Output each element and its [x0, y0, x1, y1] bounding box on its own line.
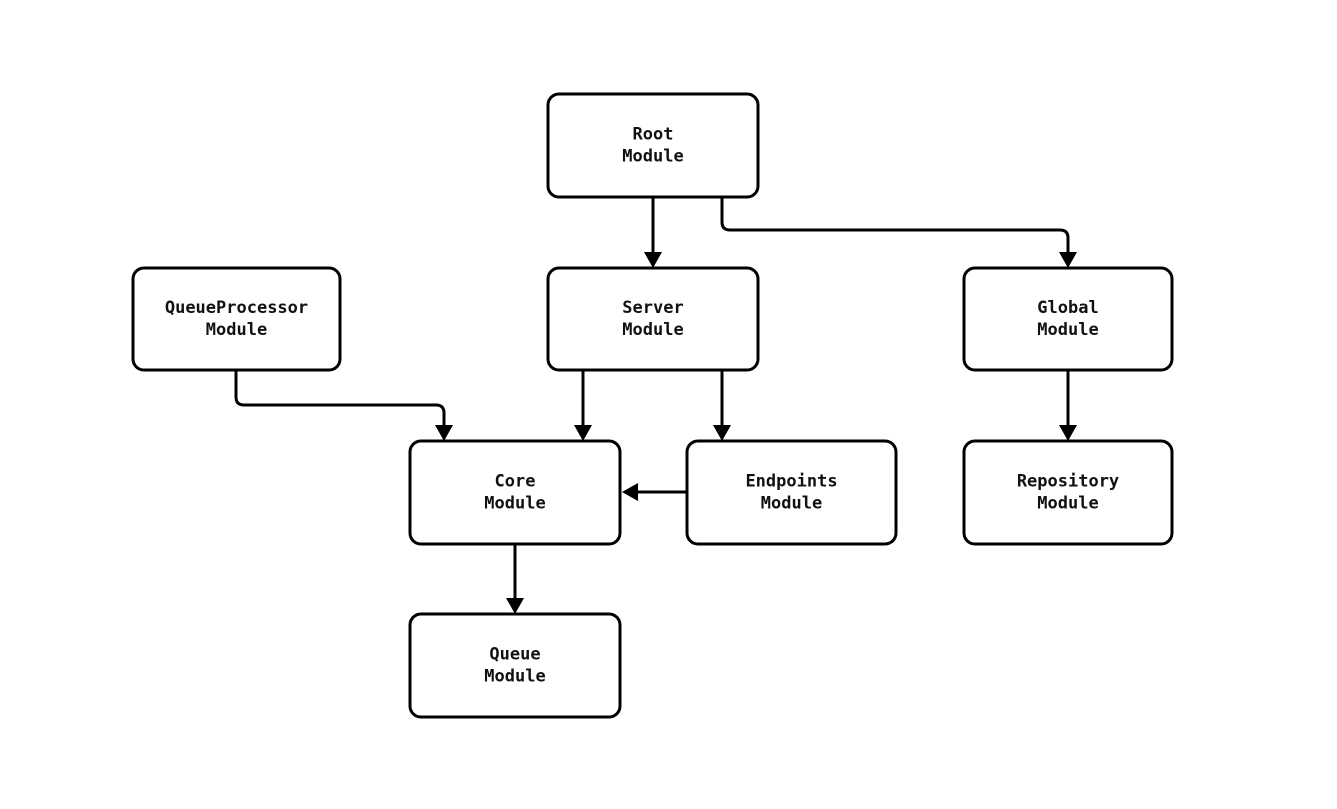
node-box[interactable]	[131, 266, 342, 372]
node-label-line1: Repository	[1017, 472, 1119, 492]
node-box[interactable]	[546, 266, 760, 372]
edge-server-to-endpoints	[713, 370, 731, 441]
edge-line	[234, 370, 446, 425]
node-label-line1: Global	[1037, 298, 1098, 318]
edge-endpoints-to-core	[622, 483, 687, 501]
node-box[interactable]	[962, 439, 1174, 546]
node-label-line1: QueueProcessor	[165, 298, 308, 318]
node-label-line1: Server	[622, 298, 683, 318]
arrow-head-icon	[1059, 425, 1077, 441]
node-label-line2: Module	[622, 320, 683, 340]
node-label-line2: Module	[484, 667, 545, 687]
edges-layer	[234, 197, 1077, 614]
arrow-head-icon	[506, 598, 524, 614]
edge-global-to-repository	[1059, 370, 1077, 441]
nodes-layer: RootModuleQueueProcessorModuleServerModu…	[131, 92, 1174, 719]
edge-core-to-queue	[506, 544, 524, 614]
arrow-head-icon	[622, 483, 638, 501]
node-label-line2: Module	[206, 320, 267, 340]
node-label-line2: Module	[1037, 494, 1098, 514]
arrow-head-icon	[435, 425, 453, 441]
node-box[interactable]	[962, 266, 1174, 372]
node-label-line2: Module	[484, 494, 545, 514]
node-label-line2: Module	[1037, 320, 1098, 340]
edge-root-to-server	[644, 197, 662, 268]
edge-line	[720, 197, 1070, 252]
node-label-line1: Endpoints	[745, 472, 837, 492]
node-label-line2: Module	[622, 147, 683, 167]
node-label-line1: Root	[633, 125, 674, 145]
edge-queueprocessor-to-core	[234, 370, 453, 441]
arrow-head-icon	[713, 425, 731, 441]
node-box[interactable]	[408, 439, 622, 546]
node-box[interactable]	[546, 92, 760, 199]
arrow-head-icon	[1059, 252, 1077, 268]
node-label-line1: Core	[495, 472, 536, 492]
node-label-line1: Queue	[489, 645, 540, 665]
arrow-head-icon	[574, 425, 592, 441]
node-box[interactable]	[408, 612, 622, 719]
edge-server-to-core	[574, 370, 592, 441]
node-box[interactable]	[685, 439, 898, 546]
arrow-head-icon	[644, 252, 662, 268]
edge-root-to-global	[720, 197, 1077, 268]
node-label-line2: Module	[761, 494, 822, 514]
